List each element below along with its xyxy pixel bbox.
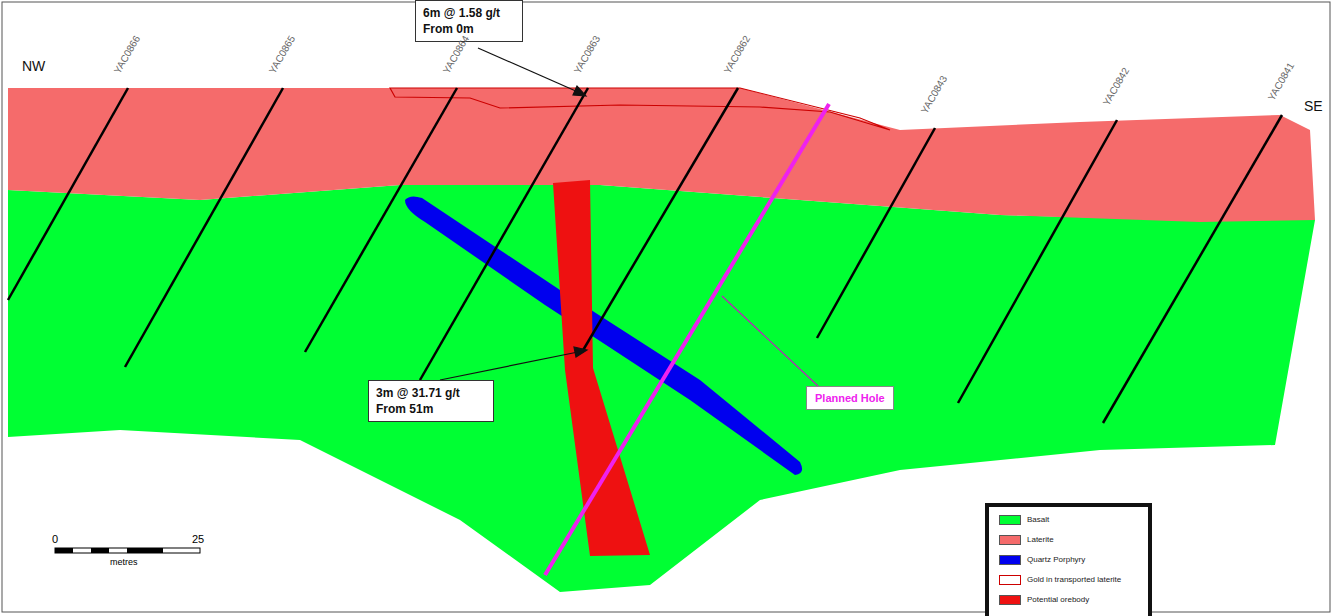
scale-bar	[55, 548, 200, 553]
drill-holes	[8, 88, 1282, 423]
scale-unit: metres	[110, 557, 138, 567]
direction-label: SE	[1304, 98, 1323, 114]
legend-outline-sample	[999, 575, 1021, 585]
callout-text: 3m @ 31.71 g/t From 51m	[376, 385, 486, 417]
legend-swatch	[999, 595, 1021, 605]
legend-text: Laterite	[1027, 535, 1054, 545]
legend-text: Gold in transported laterite	[1027, 575, 1121, 585]
drill-hole-id: YAC0842	[1101, 66, 1132, 108]
drill-hole-id: YAC0865	[267, 34, 298, 76]
legend-swatch	[999, 555, 1021, 565]
legend-entry: Gold in transported laterite	[995, 575, 1145, 587]
legend-swatch	[999, 515, 1021, 525]
planned-hole	[545, 104, 829, 575]
scale-number: 0	[52, 533, 58, 545]
legend-text: Basalt	[1027, 515, 1049, 525]
legend-box: BasaltLateriteQuartz PorphyryGold in tra…	[985, 503, 1152, 616]
legend-text: Potential orebody	[1027, 595, 1089, 605]
callout-text: 6m @ 1.58 g/t From 0m	[423, 5, 515, 37]
legend-entry: Potential orebody	[995, 595, 1145, 607]
legend-entry: Basalt	[995, 515, 1145, 527]
scale-number: 25	[192, 533, 204, 545]
planned-hole-label: Planned Hole	[806, 386, 894, 410]
potential-orebody	[553, 180, 650, 556]
planned-leader	[722, 296, 818, 386]
direction-label: NW	[22, 58, 45, 74]
legend-text: Quartz Porphyry	[1027, 555, 1085, 565]
legend-entry: Quartz Porphyry	[995, 555, 1145, 567]
legend-swatch	[999, 535, 1021, 545]
legend-entry: Laterite	[995, 535, 1145, 547]
drill-hole-id: YAC0866	[112, 34, 143, 76]
drill-hole-id: YAC0841	[1266, 61, 1297, 103]
drill-hole-id: YAC0843	[919, 74, 950, 116]
drill-hole-id: YAC0862	[722, 34, 753, 76]
assay-callout: 6m @ 1.58 g/t From 0m	[415, 0, 523, 42]
drill-hole-id: YAC0863	[572, 34, 603, 76]
assay-callout: 3m @ 31.71 g/t From 51m	[368, 380, 494, 422]
laterite-unit	[8, 88, 1315, 222]
callout-text: Planned Hole	[815, 390, 885, 406]
leader-lines	[440, 48, 587, 380]
